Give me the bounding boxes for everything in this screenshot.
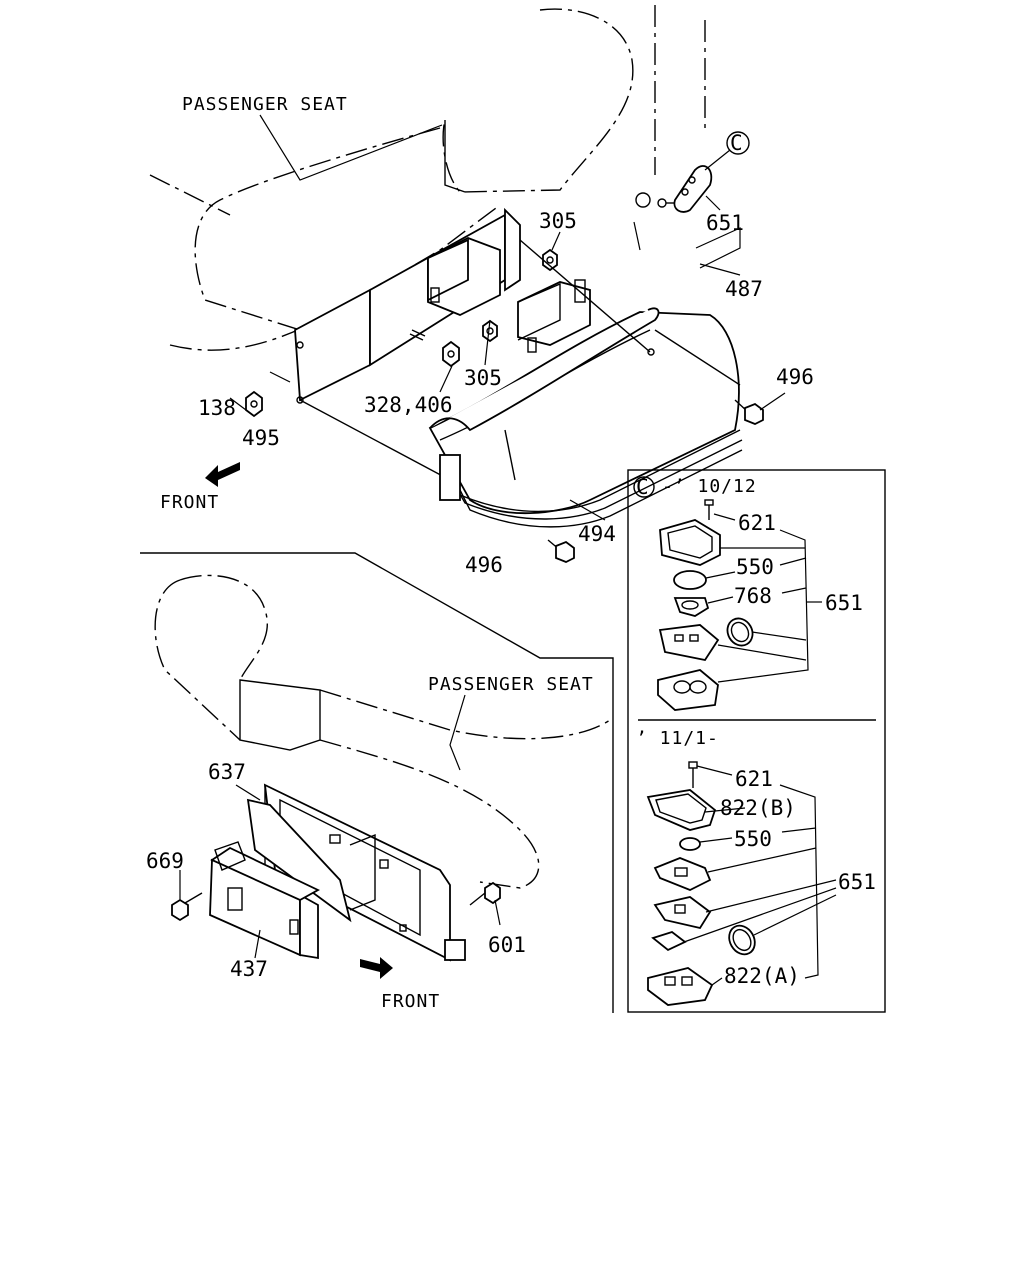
part-label-328-406: 328,406 [364,393,453,417]
inset-s1-label-621: 621 [738,511,776,535]
fob-board [658,624,720,662]
bracket-637 [246,798,352,923]
part-label-487: 487 [725,277,763,301]
battery-holder-768 [673,597,710,617]
leader-lines-bottom [179,694,501,959]
inset-s1-label-651: 651 [825,591,863,615]
part-label-637: 637 [208,760,246,784]
part-label-437: 437 [230,957,268,981]
inset-section2-title: ’ 11/1- [636,728,719,749]
part-label-496-lower: 496 [465,553,503,577]
fob-small-part [651,931,687,952]
passenger-seat-label-top: PASSENGER SEAT [182,94,348,115]
control-unit-left [427,237,501,316]
part-label-305-lower: 305 [464,366,502,390]
front-label-bottom: FRONT [381,991,440,1012]
seat-side-cover-494 [428,239,743,528]
control-unit-right [517,279,591,353]
part-label-494: 494 [578,522,616,546]
callout-c-marker: C [726,131,750,155]
part-label-496-right: 496 [776,365,814,389]
fob-oring [726,617,754,647]
part-label-138: 138 [198,396,236,420]
fob-oring-new [728,924,756,956]
leader-lines-top [229,114,786,521]
bolt-496-right [734,399,764,425]
screw-601 [469,881,501,906]
inset-s2-label-621: 621 [735,767,773,791]
callout-c-letter: C [730,131,743,155]
inset-s1-leaders [705,513,822,683]
part-label-305-upper: 305 [539,209,577,233]
inset-s2-label-822a: 822(A) [724,964,800,988]
inset-s1-label-768: 768 [734,584,772,608]
inset-c-letter: C [636,475,649,499]
inset-c-marker [633,476,655,498]
key-fob-651-top [635,149,731,213]
nut-328-406 [409,329,460,368]
battery-550-new [679,837,701,851]
inset-s2-label-651: 651 [838,870,876,894]
section-divider-lines [140,552,614,1013]
bolt-496-lower [547,539,575,563]
front-arrow-bottom [360,957,393,979]
inset-s2-label-822b: 822(B) [720,796,796,820]
inset-section1-title: -’ 10/12 [662,476,757,497]
passenger-seat-label-bottom: PASSENGER SEAT [428,674,594,695]
fob-board-new [653,896,712,930]
screw-669 [171,892,203,922]
front-label-top: FRONT [160,492,219,513]
inset-s2-leaders [683,765,837,986]
fob-case-bottom-822a [647,967,714,1006]
module-437 [209,841,320,960]
fob-case-top-621 [659,499,721,566]
passenger-seat-outline-bottom [154,574,611,889]
inset-s1-label-550: 550 [736,555,774,579]
battery-holder-new [653,857,712,891]
nut-305-upper [542,248,558,272]
inset-s2-label-550: 550 [734,827,772,851]
key-fob-detail-inset: C -’ 10/12 [627,469,886,1013]
fob-case-bottom [657,669,719,711]
front-arrow-top [205,462,240,487]
part-label-651-top: 651 [706,211,744,235]
fob-case-top-621-new [646,761,717,831]
part-label-495: 495 [242,426,280,450]
part-label-669: 669 [146,849,184,873]
part-label-601: 601 [488,933,526,957]
battery-550 [673,570,707,590]
